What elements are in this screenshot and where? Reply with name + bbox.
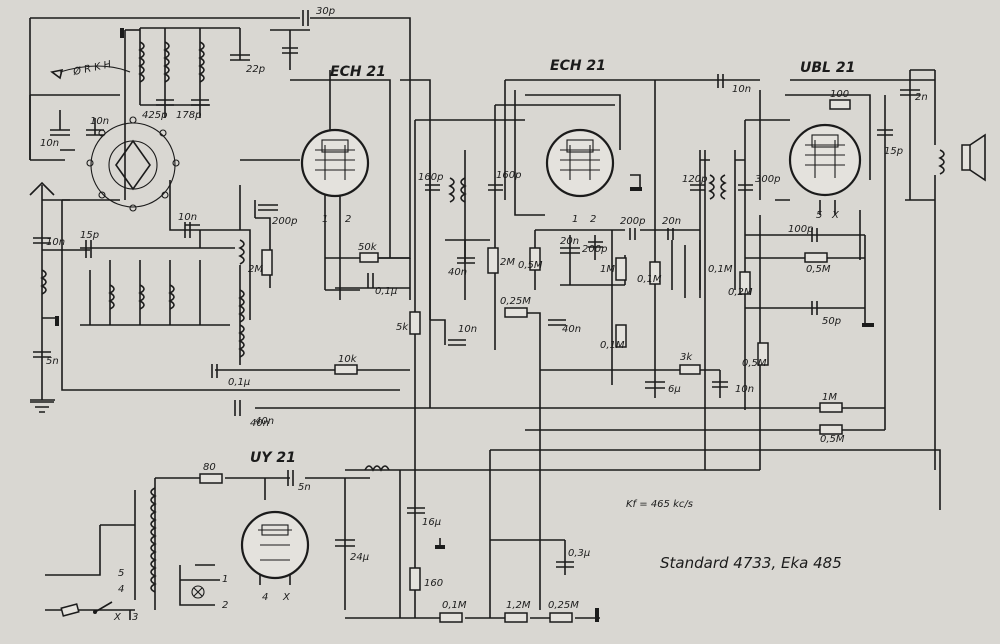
component-label: 40n xyxy=(562,324,581,335)
pin-label: X xyxy=(282,592,291,603)
pin-label: 4 xyxy=(262,592,268,603)
band-switch xyxy=(50,65,180,212)
component-label: 300p xyxy=(755,174,780,185)
component-label: 0,1M xyxy=(708,264,733,275)
component-label: 80 xyxy=(203,462,216,473)
component-label: 6μ xyxy=(668,384,681,395)
component-label: 0,1M xyxy=(442,600,467,611)
band-switch-letters: Ø R K H xyxy=(71,58,113,78)
component-label: 0,5M xyxy=(820,434,845,445)
component-label: 5k xyxy=(396,322,409,333)
component-label: 10n xyxy=(735,384,754,395)
if-frequency-note: Kf = 465 kc/s xyxy=(626,499,693,510)
component-label: 200p xyxy=(620,216,645,227)
component-label: 160p xyxy=(418,172,443,183)
component-label: 200p xyxy=(272,216,297,227)
lamp-terminal-label: 1 xyxy=(222,574,228,585)
component-label: 0,5M xyxy=(806,264,831,275)
tube-v4-label: UY 21 xyxy=(250,450,296,466)
resistors xyxy=(60,99,851,623)
component-label: 1M xyxy=(600,264,615,275)
wiring xyxy=(29,17,941,620)
component-label: 0,1μ xyxy=(228,377,250,388)
coils xyxy=(40,41,945,593)
pin-label: 2 xyxy=(590,214,596,225)
component-label: 3k xyxy=(680,352,693,363)
component-label: 40n xyxy=(448,267,467,278)
component-label: 40n xyxy=(250,418,269,429)
component-label: 0,25M xyxy=(500,296,531,307)
component-label: 15p xyxy=(884,146,903,157)
component-label: 160 xyxy=(424,578,443,589)
pin-label: 2 xyxy=(345,214,351,225)
component-label: 10n xyxy=(458,324,477,335)
component-label: 10n xyxy=(732,84,751,95)
tube-labels: ECH 21 ECH 21 UBL 21 UY 21 xyxy=(250,58,855,466)
mains-tap-label: 3 xyxy=(132,612,138,623)
pin-label: 1 xyxy=(322,214,328,225)
tube-v3 xyxy=(788,123,862,197)
component-label: 5n xyxy=(298,482,311,493)
pin-label: 5 xyxy=(816,210,822,221)
tube-v2 xyxy=(545,128,615,198)
pin-label: 1 xyxy=(572,214,578,225)
mains-tap-label: 5 xyxy=(118,568,124,579)
component-label: 20n xyxy=(560,236,579,247)
component-label: 0,5M xyxy=(518,260,543,271)
component-label: 1M xyxy=(822,392,837,403)
component-label: 0,25M xyxy=(548,600,579,611)
component-label: 30p xyxy=(316,6,335,17)
component-label: 120p xyxy=(682,174,707,185)
component-label: 15p xyxy=(80,230,99,241)
tube-v1 xyxy=(300,128,370,198)
capacitors xyxy=(33,10,920,568)
mains-tap-label: X xyxy=(113,612,122,623)
component-label: 40n xyxy=(255,416,274,427)
component-label: 0,5M xyxy=(742,358,767,369)
mains-tap-label: 4 xyxy=(118,584,124,595)
pin-labels: 1 2 1 2 5 X 4 X 5 4 3 X 1 2 xyxy=(113,210,840,623)
component-label: 2n xyxy=(915,92,928,103)
component-label: 2M xyxy=(500,257,515,268)
tube-v2-label: ECH 21 xyxy=(550,58,606,74)
component-label: 0,3μ xyxy=(568,548,590,559)
component-label: 24μ xyxy=(350,552,369,563)
tube-v1-label: ECH 21 xyxy=(330,64,386,80)
lamp-terminal-label: 2 xyxy=(222,600,228,611)
component-label: 0,1M xyxy=(637,274,662,285)
symbols xyxy=(29,28,986,622)
pin-label: X xyxy=(831,210,840,221)
component-label: 100 xyxy=(830,89,849,100)
component-label: 10n xyxy=(90,116,109,127)
component-label: 50p xyxy=(822,316,841,327)
schematic-title: Standard 4733, Eka 485 xyxy=(660,554,842,572)
component-label: 16μ xyxy=(422,517,441,528)
component-label: 5n xyxy=(46,356,59,367)
component-label: 178p xyxy=(176,110,201,121)
component-label: 0,2M xyxy=(728,287,753,298)
component-labels: 30p 22p 425p 178p 10n 10n 10n 15p 5n 10n… xyxy=(40,6,928,611)
component-label: 160p xyxy=(496,170,521,181)
tube-v4 xyxy=(240,510,310,580)
component-label: 50k xyxy=(358,242,378,253)
component-label: 22p xyxy=(246,64,265,75)
tube-v3-label: UBL 21 xyxy=(800,60,855,76)
component-label: 425p xyxy=(142,110,167,121)
component-label: 2M xyxy=(248,264,263,275)
component-label: 10n xyxy=(178,212,197,223)
component-label: 10n xyxy=(46,237,65,248)
component-label: 10k xyxy=(338,354,358,365)
component-label: 20n xyxy=(662,216,681,227)
component-label: 0,1μ xyxy=(375,286,397,297)
component-label: 0,1M xyxy=(600,340,625,351)
component-label: 100p xyxy=(788,224,813,235)
component-label: 200p xyxy=(582,244,607,255)
component-label: 1,2M xyxy=(506,600,531,611)
component-label: 10n xyxy=(40,138,59,149)
